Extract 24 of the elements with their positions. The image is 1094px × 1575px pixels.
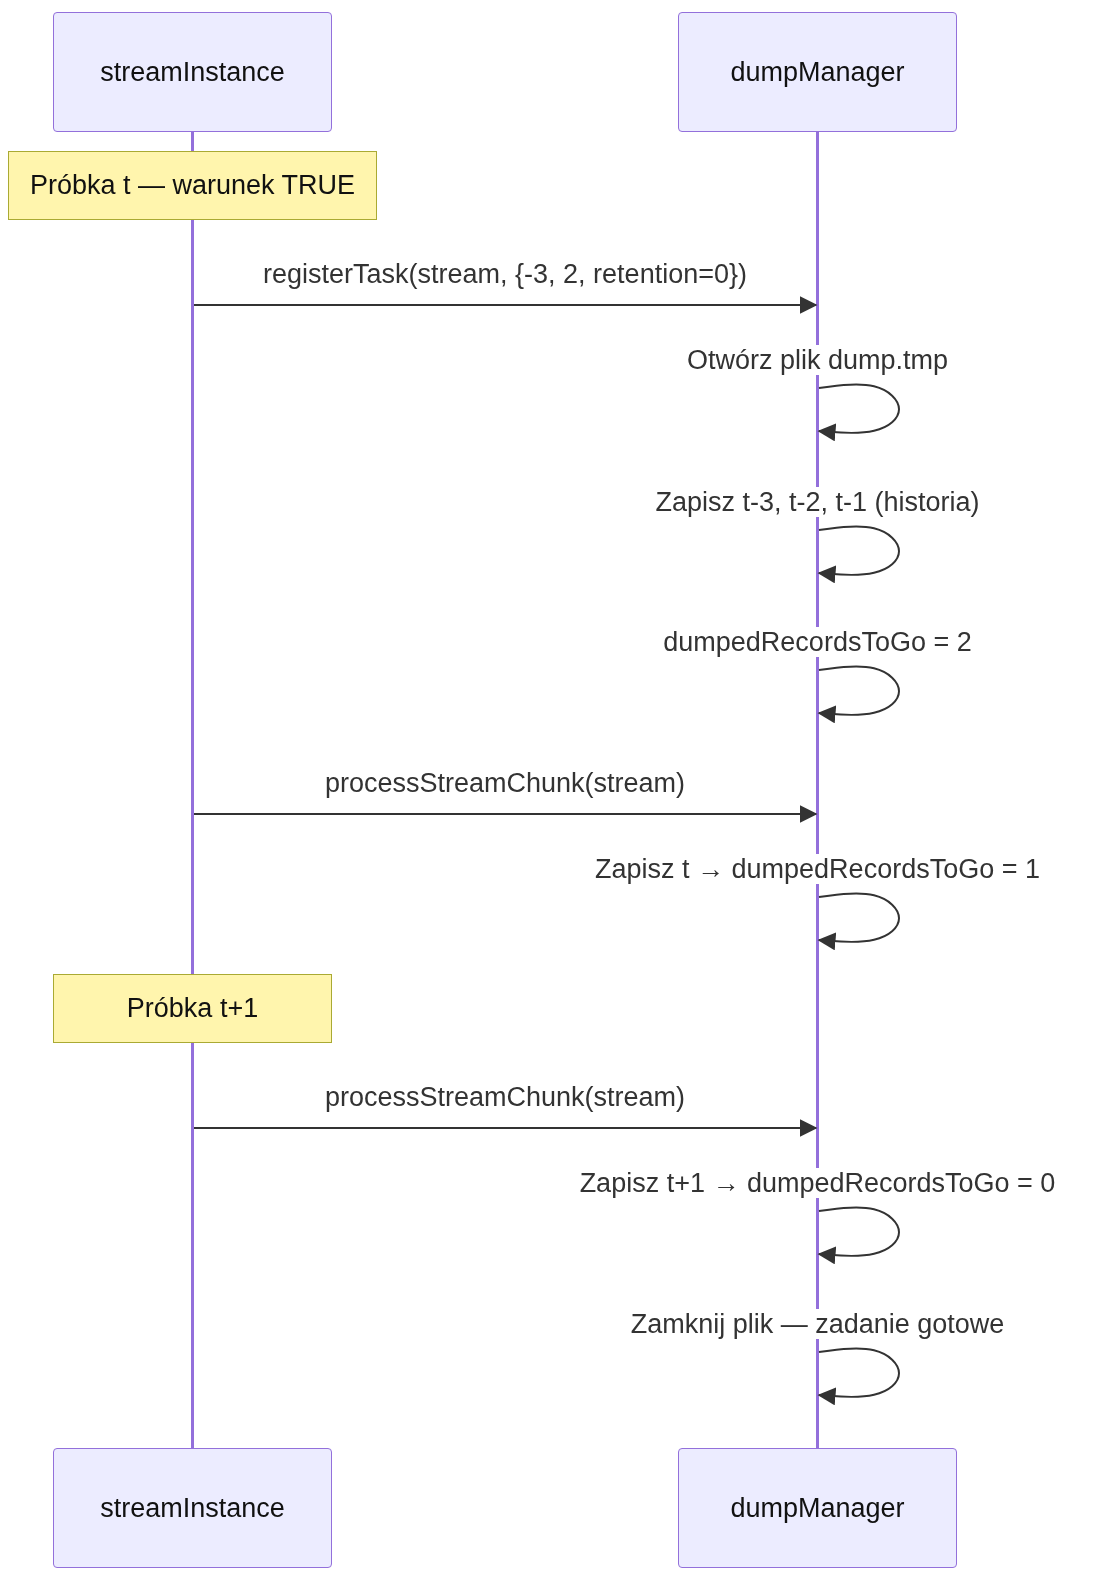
message-arrow	[193, 1119, 818, 1137]
message-arrow	[193, 296, 818, 314]
self-message-arrow	[817, 525, 900, 584]
message-label: Otwórz plik dump.tmp	[686, 345, 949, 375]
lifeline	[191, 220, 194, 974]
self-message-arrow	[817, 1206, 900, 1265]
participant-box: streamInstance	[53, 12, 332, 132]
self-message-arrow	[817, 665, 900, 724]
participant-box: dumpManager	[678, 12, 957, 132]
self-message-arrow	[817, 892, 900, 951]
message-arrow	[193, 805, 818, 823]
note-box: Próbka t — warunek TRUE	[8, 151, 377, 220]
message-label: dumpedRecordsToGo = 2	[663, 627, 972, 657]
participant-box: streamInstance	[53, 1448, 332, 1568]
message-label: Zapisz t → dumpedRecordsToGo = 1	[595, 854, 1040, 884]
self-message-arrow	[817, 383, 900, 442]
participant-box: dumpManager	[678, 1448, 957, 1568]
self-message-arrow	[817, 1347, 900, 1406]
note-box: Próbka t+1	[53, 974, 332, 1043]
message-label: Zamknij plik — zadanie gotowe	[630, 1309, 1005, 1339]
lifeline	[191, 1043, 194, 1448]
message-label: Zapisz t-3, t-2, t-1 (historia)	[655, 487, 980, 517]
lifeline	[191, 132, 194, 151]
message-label: Zapisz t+1 → dumpedRecordsToGo = 0	[579, 1168, 1056, 1198]
